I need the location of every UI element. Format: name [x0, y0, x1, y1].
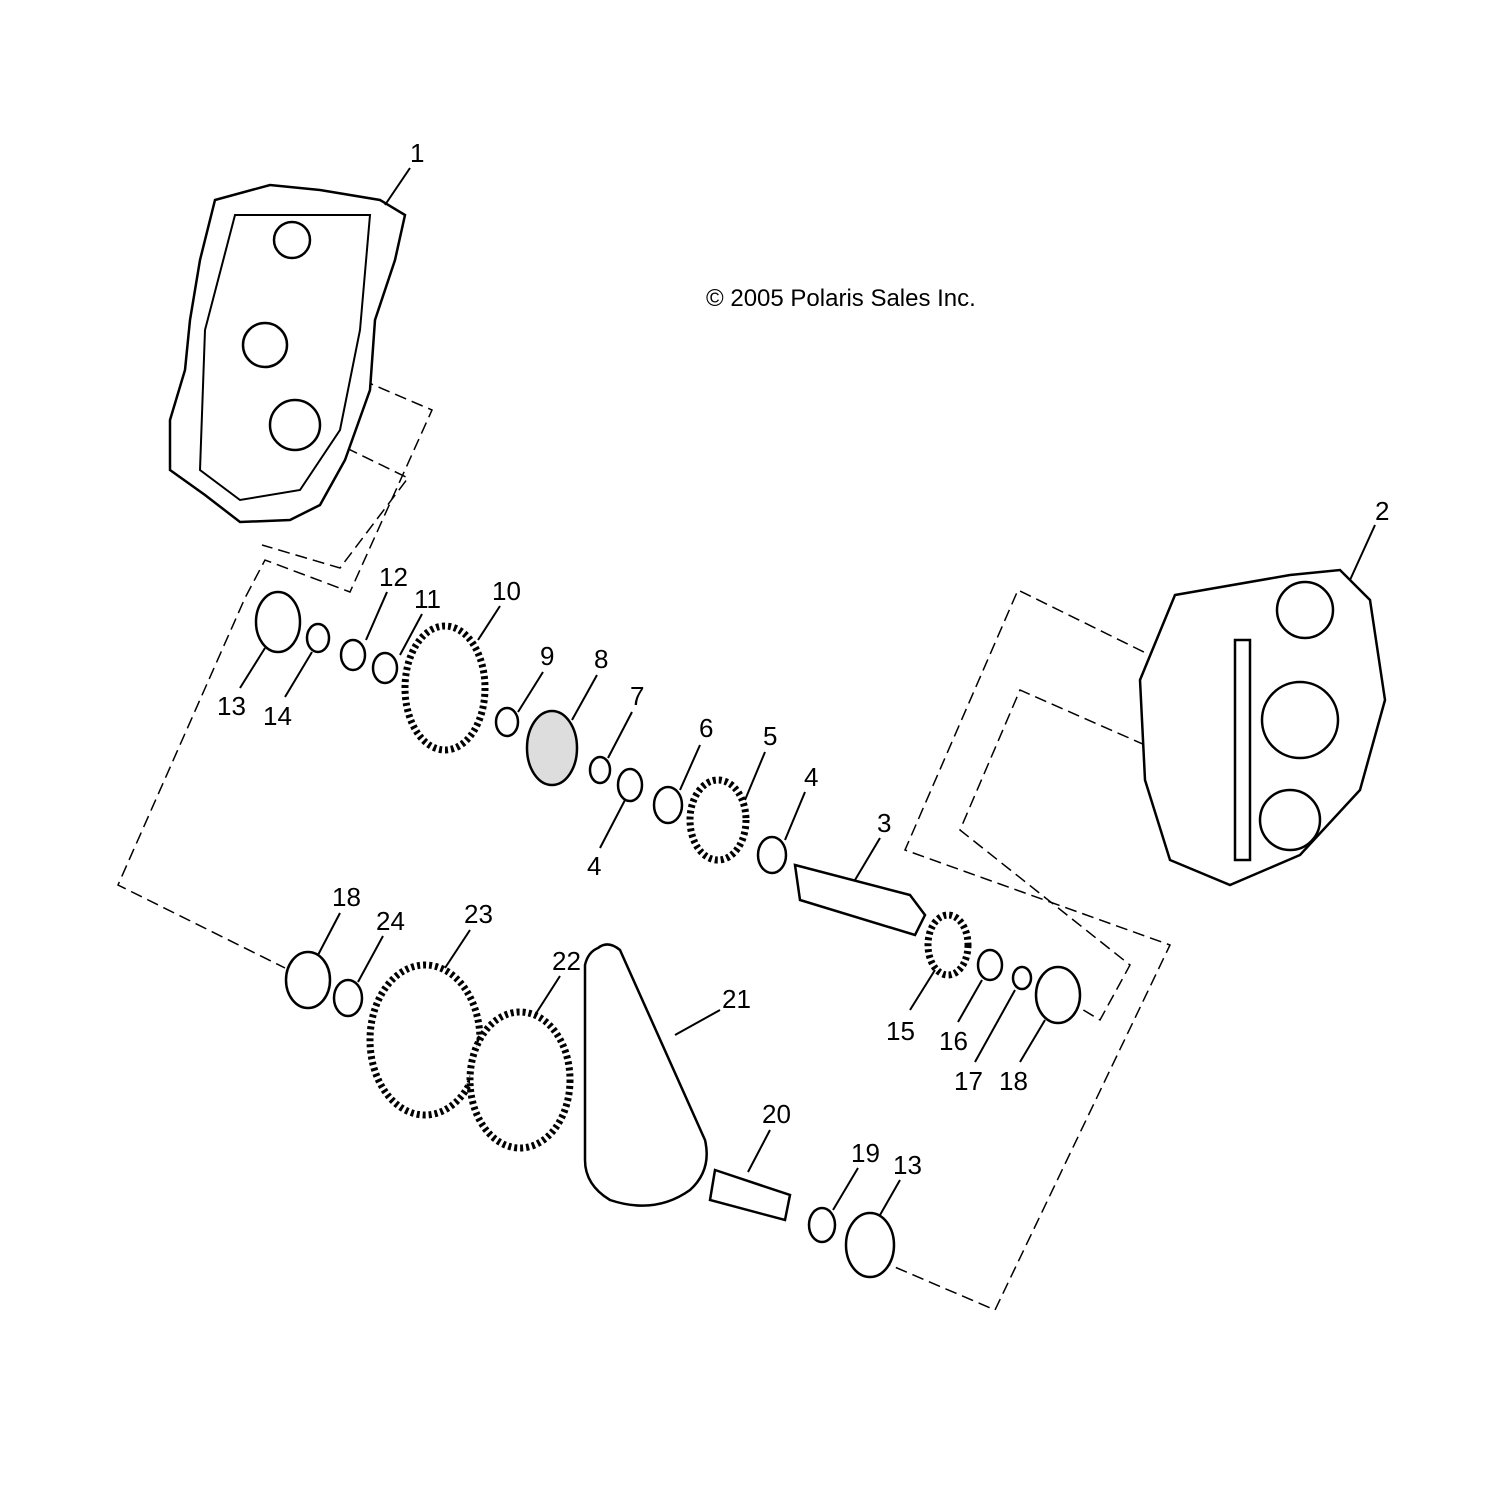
part-18-bearing — [1034, 965, 1082, 1025]
part-5-gear — [686, 776, 750, 864]
callout-1: 1 — [410, 138, 424, 168]
callout-4b: 4 — [587, 851, 601, 881]
callout-11: 11 — [414, 584, 441, 614]
part-14-snap-ring — [305, 622, 331, 654]
callout-13: 13 — [217, 691, 246, 721]
callout-2: 2 — [1375, 496, 1389, 526]
callout-12: 12 — [379, 562, 408, 592]
part-10-gear — [401, 622, 489, 754]
part-1-housing-left — [168, 183, 407, 524]
callout-8: 8 — [594, 644, 608, 674]
callout-3: 3 — [877, 808, 891, 838]
assembly-line-right-inner — [959, 689, 1146, 1022]
part-9-washer — [494, 706, 520, 738]
part-6-bushing — [652, 785, 684, 825]
part-11-bushing — [371, 651, 399, 685]
copyright-text: © 2005 Polaris Sales Inc. — [706, 285, 976, 312]
part-21-chain — [583, 943, 708, 1207]
callout-14: 14 — [263, 701, 292, 731]
part-19-washer — [807, 1206, 837, 1244]
part-23-gear — [366, 961, 484, 1119]
part-17-ring — [1011, 965, 1033, 991]
assembly-line-right — [889, 588, 1172, 1311]
part-22-sprocket — [466, 1008, 574, 1152]
leader-lines — [239, 167, 1376, 1216]
callout-10: 10 — [492, 576, 521, 606]
part-3-shaft — [793, 863, 927, 937]
part-4-washer — [756, 835, 788, 875]
callout-20: 20 — [762, 1099, 791, 1129]
assembly-line-left — [117, 379, 433, 969]
callout-19: 19 — [851, 1138, 880, 1168]
part-2-housing-right — [1138, 568, 1387, 887]
part-4-washer — [616, 767, 644, 803]
callout-4: 4 — [804, 762, 818, 792]
callout-5: 5 — [763, 721, 777, 751]
part-13-bearing — [844, 1211, 896, 1279]
callout-7: 7 — [630, 681, 644, 711]
callout-18b: 18 — [332, 882, 361, 912]
assembly-line-left-inner — [261, 439, 410, 569]
part-15-gear — [924, 911, 972, 979]
part-18-bearing — [284, 950, 332, 1010]
callout-23: 23 — [464, 899, 493, 929]
part-7-ring — [588, 755, 612, 785]
callout-6: 6 — [699, 713, 713, 743]
part-13-bearing — [254, 590, 302, 654]
part-24-bushing — [332, 978, 364, 1018]
callout-24: 24 — [376, 906, 405, 936]
part-16-washer — [976, 948, 1004, 982]
callout-16: 16 — [939, 1026, 968, 1056]
callout-22: 22 — [552, 946, 581, 976]
part-12-washer — [339, 638, 367, 672]
part-20-shaft — [708, 1168, 792, 1222]
callout-18: 18 — [999, 1066, 1028, 1096]
callout-21: 21 — [722, 984, 751, 1014]
callout-17: 17 — [954, 1066, 983, 1096]
callout-13b: 13 — [893, 1150, 922, 1180]
callout-15: 15 — [886, 1016, 915, 1046]
callout-9: 9 — [540, 641, 554, 671]
part-8-hub — [525, 709, 579, 787]
